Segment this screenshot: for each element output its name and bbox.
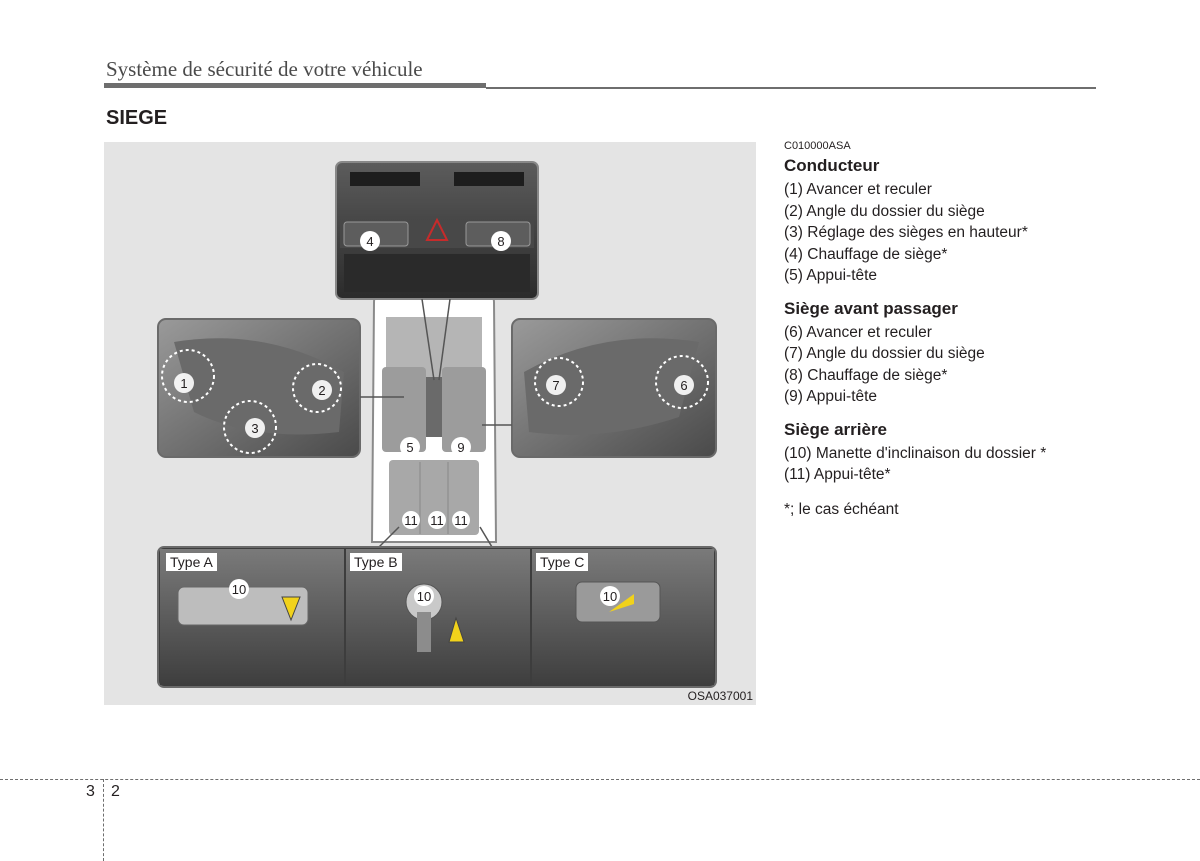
svg-text:9: 9	[457, 440, 464, 455]
list-item: (8) Chauffage de siège*	[784, 366, 948, 384]
callout-2: 2	[312, 380, 332, 400]
list-item: (6) Avancer et reculer	[784, 323, 932, 341]
footer-divider	[103, 779, 104, 861]
callout-11-center: 11	[428, 511, 446, 529]
page-number: 2	[111, 783, 120, 800]
svg-text:7: 7	[552, 378, 559, 393]
svg-text:2: 2	[318, 383, 325, 398]
svg-text:4: 4	[366, 234, 373, 249]
svg-text:1: 1	[180, 376, 187, 391]
callout-8: 8	[491, 231, 511, 251]
doc-code: C010000ASA	[784, 140, 851, 152]
callout-10-type-a: 10	[229, 579, 249, 599]
callout-5: 5	[400, 437, 420, 457]
figure-code: OSA037001	[687, 689, 753, 703]
callout-10-type-b: 10	[414, 586, 434, 606]
svg-text:11: 11	[404, 513, 418, 528]
list-item: (1) Avancer et reculer	[784, 181, 932, 198]
callout-1: 1	[174, 373, 194, 393]
center-console-panel	[335, 161, 539, 381]
passenger-seat-inset	[482, 318, 717, 458]
list-item: (2) Angle du dossier du siège	[784, 202, 985, 220]
seat-illustration: 1 2 3 4 5 6 7 8 9 11 11 11 10 10 10 Type…	[104, 142, 756, 705]
arrow-icon	[448, 616, 465, 643]
list-item: (11) Appui-tête*	[784, 466, 891, 483]
header-rule-thin	[486, 87, 1096, 89]
rear-seat-heading: Siège arrière	[784, 419, 888, 439]
type-b-label: Type B	[350, 553, 402, 571]
callout-9: 9	[451, 437, 471, 457]
list-item: (4) Chauffage de siège*	[784, 245, 948, 263]
svg-text:10: 10	[417, 589, 431, 604]
svg-text:10: 10	[603, 589, 617, 604]
arrow-icon	[281, 596, 301, 622]
svg-text:10: 10	[232, 582, 246, 597]
section-title: SIEGE	[106, 107, 168, 129]
callout-3: 3	[245, 418, 265, 438]
hazard-icon	[425, 217, 449, 241]
list-item: (7) Angle du dossier du siège	[784, 345, 985, 362]
header-title: Système de sécurité de votre véhicule	[106, 57, 423, 81]
type-a-label: Type A	[166, 553, 217, 571]
driver-seat-inset	[157, 318, 404, 458]
driver-heading: Conducteur	[784, 156, 880, 175]
svg-text:11: 11	[454, 513, 468, 528]
callout-11-right: 11	[452, 511, 470, 529]
list-item: (10) Manette d'inclinaison du dossier *	[784, 444, 1047, 462]
seat-diagram: 1 2 3 4 5 6 7 8 9 11 11 11 10 10 10	[157, 161, 717, 688]
list-item: (5) Appui-tête	[784, 267, 878, 284]
footnote: *; le cas échéant	[784, 500, 899, 518]
callout-4: 4	[360, 231, 380, 251]
car-top-view	[370, 289, 498, 543]
header-rule	[104, 83, 486, 88]
svg-text:8: 8	[497, 234, 504, 249]
svg-text:5: 5	[406, 440, 413, 455]
callout-11-left: 11	[402, 511, 420, 529]
list-item: (9) Appui-tête	[784, 388, 878, 405]
type-c-label: Type C	[536, 553, 589, 571]
svg-text:6: 6	[680, 378, 687, 393]
passenger-heading: Siège avant passager	[784, 298, 958, 318]
list-item: (3) Réglage des sièges en hauteur*	[784, 224, 1028, 241]
footer-rule	[0, 779, 1200, 780]
callout-7: 7	[546, 375, 566, 395]
callout-10-type-c: 10	[600, 586, 620, 606]
svg-text:11: 11	[430, 513, 444, 528]
callout-6: 6	[674, 375, 694, 395]
chapter-number: 3	[86, 783, 95, 800]
rear-seat-type-panels	[157, 546, 717, 688]
seat-description: C010000ASA Conducteur (1) Avancer et rec…	[784, 140, 1184, 519]
svg-text:3: 3	[251, 421, 258, 436]
